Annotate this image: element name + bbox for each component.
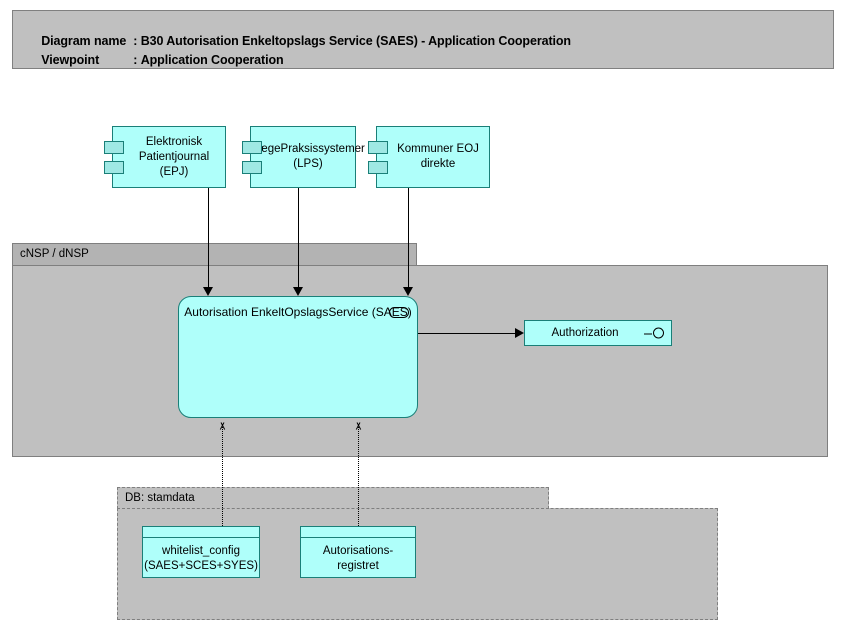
viewpoint-line: Viewpoint: Application Cooperation: [21, 39, 284, 81]
connector-lps-to-saes-arrowhead: [293, 287, 303, 296]
uml-component-icon: [104, 141, 124, 154]
group-db-label: DB: stamdata: [125, 492, 195, 504]
application-interface-label: Authorization: [551, 327, 619, 339]
uml-component-icon: [368, 141, 388, 154]
diagram-name-line: Diagram name: B30 Autorisation Enkeltops…: [21, 20, 571, 62]
data-object-label: whitelist_config (SAES+SCES+SYES): [144, 544, 258, 572]
connector-lps-to-saes: [298, 188, 299, 288]
connector-epj-to-saes: [208, 188, 209, 288]
viewpoint-value: Application Cooperation: [140, 53, 284, 67]
diagram-name-key: Diagram name: [41, 34, 127, 48]
diagram-name-separator: :: [133, 34, 138, 48]
dependency-whitelist-to-saes: [222, 424, 223, 526]
connector-epj-to-saes-arrowhead: [203, 287, 213, 296]
component-elektronisk-patientjournal[interactable]: Elektronisk Patientjournal (EPJ): [104, 126, 226, 188]
component-label: LægePraksissystemer (LPS): [251, 143, 365, 170]
data-object-whitelist-config[interactable]: whitelist_config (SAES+SCES+SYES): [142, 526, 260, 578]
uml-component-icon: [242, 161, 262, 174]
component-label: Kommuner EOJ direkte: [397, 143, 479, 170]
dependency-autoreg-to-saes: [358, 424, 359, 526]
uml-component-icon: [242, 141, 262, 154]
application-service-saes[interactable]: Autorisation EnkeltOpslagsService (SAES): [178, 296, 418, 418]
dependency-whitelist-to-saes-arrowhead: [217, 418, 228, 430]
data-object-label: Autorisations-registret: [322, 544, 394, 572]
application-interface-lollipop-icon: [644, 327, 664, 339]
uml-component-icon: [104, 161, 124, 174]
connector-saes-to-authorization: [418, 333, 522, 334]
component-label: Elektronisk Patientjournal (EPJ): [138, 135, 210, 178]
uml-component-icon: [368, 161, 388, 174]
data-object-icon: [143, 527, 259, 538]
viewpoint-separator: :: [133, 53, 138, 67]
diagram-title-box: Diagram name: B30 Autorisation Enkeltops…: [12, 10, 834, 69]
data-object-autorisationsregistret[interactable]: Autorisations-registret: [300, 526, 416, 578]
component-kommuner-eoj-direkte[interactable]: Kommuner EOJ direkte: [368, 126, 490, 188]
component-laegepraksissystemer[interactable]: LægePraksissystemer (LPS): [242, 126, 365, 188]
group-nsp-label: cNSP / dNSP: [20, 248, 89, 260]
connector-kommuner-to-saes-arrowhead: [403, 287, 413, 296]
diagram-name-value: B30 Autorisation Enkeltopslags Service (…: [140, 34, 571, 48]
application-interface-authorization[interactable]: Authorization: [524, 320, 672, 346]
application-service-label: Autorisation EnkeltOpslagsService (SAES): [184, 305, 412, 319]
data-object-icon: [301, 527, 415, 538]
connector-kommuner-to-saes: [408, 188, 409, 288]
group-nsp-header: cNSP / dNSP: [12, 243, 417, 266]
group-db-header: DB: stamdata: [117, 487, 549, 509]
connector-saes-to-authorization-arrowhead: [515, 328, 524, 338]
application-service-icon: [389, 307, 409, 318]
viewpoint-key: Viewpoint: [41, 53, 100, 67]
group-nsp-body: [12, 265, 828, 457]
dependency-autoreg-to-saes-arrowhead: [353, 418, 364, 430]
